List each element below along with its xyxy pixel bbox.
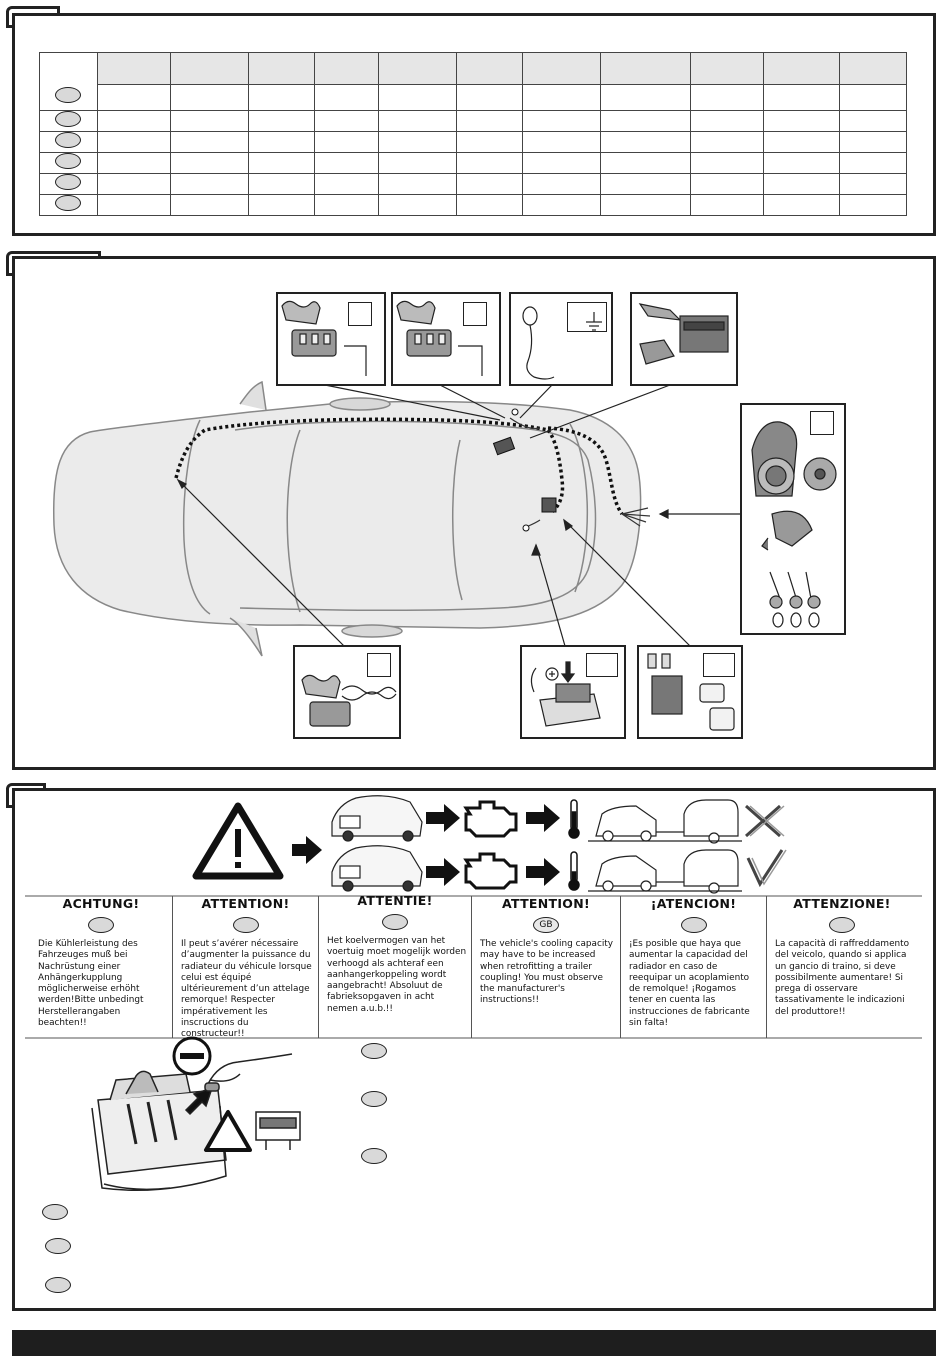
connector-icon (301, 674, 397, 727)
warning-heading: ATTENTIE! (357, 893, 433, 908)
language-oval (382, 914, 408, 930)
connector-icon (281, 300, 367, 376)
battery-connection-icon (530, 661, 601, 727)
component-box-battery (520, 645, 626, 739)
language-oval (232, 917, 259, 933)
arrow-icon (426, 804, 460, 832)
warning-column-nl: ATTENTIE! Het koelvermogen van het voert… (319, 893, 471, 1035)
arrow-icon (526, 804, 560, 832)
warning-column-gb: ATTENTION! GB The vehicle's cooling capa… (472, 896, 620, 1038)
thermometer-icon (568, 851, 580, 891)
module-icon (638, 303, 729, 365)
ground-icon (522, 306, 602, 380)
car-trailer-icon (588, 799, 742, 844)
fuse-icon (647, 653, 735, 731)
warning-text: La capacità di raffreddamento del veicol… (775, 939, 910, 1017)
leader-lines (176, 384, 740, 647)
ground-symbol-box (567, 302, 607, 332)
table-row (40, 84, 907, 111)
warning-text: Het koelvermogen van het voertuig moet m… (327, 936, 467, 1014)
warning-heading: ACHTUNG! (62, 896, 140, 911)
table-row (39, 194, 907, 216)
warning-heading: ATTENTION! (501, 896, 590, 911)
connector-on-car (492, 408, 557, 532)
row-oval (55, 111, 82, 127)
warning-heading: ¡ATENCION! (650, 896, 737, 911)
column-divider (172, 896, 173, 1038)
warning-column-fr: ATTENTION! Il peut s’avérer nécessaire d… (173, 896, 318, 1040)
trailer-socket-icon (751, 421, 837, 628)
row-oval (55, 132, 82, 148)
column-divider (471, 896, 472, 1038)
table-row (39, 131, 907, 153)
cross-icon (745, 804, 785, 838)
column-divider (620, 896, 621, 1038)
column-divider (766, 896, 767, 1038)
connector-icon (396, 300, 483, 376)
language-oval (680, 917, 707, 933)
row-oval (55, 153, 82, 169)
warning-text: Die Kühlerleistung des Fahrzeuges muß be… (38, 939, 144, 1029)
step-oval (361, 1043, 387, 1059)
step-oval (361, 1148, 387, 1164)
arrow-icon (526, 858, 560, 886)
car-trailer-icon (588, 849, 742, 894)
component-number-box (348, 302, 372, 326)
warning-column-it: ATTENZIONE! La capacità di raffreddament… (767, 896, 917, 1038)
warning-text: ¡Es posible que haya que aumentar la cap… (629, 939, 750, 1029)
warning-triangle-icon (204, 1110, 252, 1152)
component-number-box (463, 302, 487, 326)
language-oval (88, 917, 114, 933)
car-front-icon (331, 795, 423, 842)
vehicle-table (39, 52, 907, 216)
component-number-box (703, 653, 735, 677)
engine-icon (463, 852, 518, 890)
step-oval (45, 1238, 71, 1254)
language-oval: GB (533, 917, 559, 933)
radio-icon (255, 1111, 301, 1150)
check-icon (746, 849, 787, 888)
component-number-box (810, 411, 834, 435)
warning-heading: ATTENTION! (201, 896, 290, 911)
warning-column-de: ACHTUNG! Die Kühlerleistung des Fahrzeug… (30, 896, 172, 1038)
wiring-harness (174, 417, 624, 516)
step-oval (361, 1091, 387, 1107)
thermometer-icon (568, 799, 580, 839)
vehicle-table-panel (12, 13, 936, 236)
row-oval (55, 174, 82, 190)
arrow-icon (426, 858, 460, 886)
minus-icon (172, 1036, 212, 1076)
component-number-box (367, 653, 391, 677)
step-oval (45, 1277, 71, 1293)
warning-column-es: ¡ATENCION! ¡Es posible que haya que aume… (621, 896, 766, 1038)
engine-icon (463, 800, 518, 838)
footer-bar (12, 1330, 936, 1356)
warning-heading: ATTENZIONE! (793, 896, 891, 911)
arrow-icon (292, 836, 322, 864)
step-oval (42, 1204, 68, 1220)
warning-text: Il peut s’avérer nécessaire d’augmenter … (181, 939, 312, 1040)
column-divider (318, 896, 319, 1038)
warning-triangle-icon (192, 802, 284, 880)
car-front-icon (331, 845, 423, 892)
warning-text: The vehicle's cooling capacity may have … (480, 939, 614, 1006)
language-oval (829, 917, 855, 933)
row-oval (55, 195, 82, 211)
component-number-box (586, 653, 618, 677)
row-oval (55, 87, 82, 103)
